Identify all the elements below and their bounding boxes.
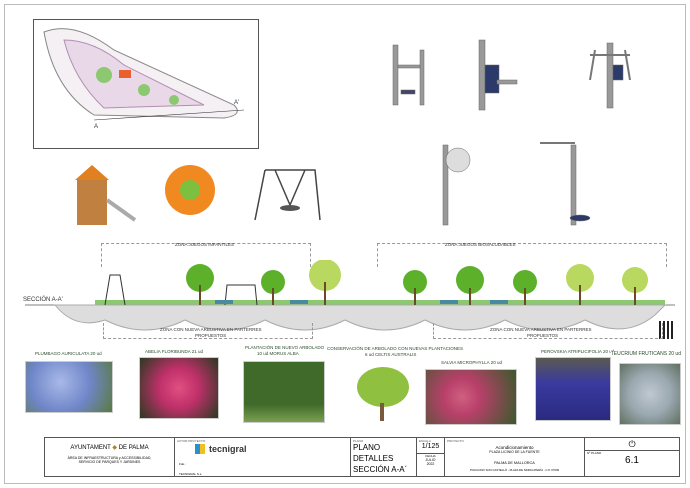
client-cell: AYUNTAMENT ◆ DE PALMA ÀREA DE INFRAESTRU… [45, 438, 175, 476]
zone-shrub-bracket-2 [433, 323, 663, 339]
section-drawing [25, 260, 675, 331]
plant-label: ABELIA FLORIBUNDA 21 ud [145, 349, 204, 354]
plant-label-2: 10 ud MORUS ALBA [257, 351, 299, 356]
org-name: AYUNTAMENT [70, 445, 111, 451]
plant-label: CONSERVACIÓN DE ARBOLADO CON NUEVAS PLAN… [327, 346, 463, 351]
plano-line-2: DETALLES [353, 454, 394, 463]
author-cell: AUTOR PROYECTO: tecnigral Fdo.: TECNIGRA… [175, 438, 351, 476]
zone-health-label: ZONA JUEGOS BIOSALUDABLES [445, 242, 516, 247]
dept-line-1: ÀREA DE INFRAESTRUCTURA y ACCESSIBILIDAD… [67, 456, 152, 460]
org-name-2: DE PALMA [118, 445, 149, 451]
project-line-1: Acondicionamiento [495, 445, 534, 450]
plan-number-label: Nº PLANO [585, 450, 679, 455]
zone-shrub-label-2b: PROPUESTOS [527, 333, 559, 338]
zone-kids-label: ZONA JUEGOS INFANTILES [175, 242, 235, 247]
plant-label: PLUMBAGO AURICULATA 20 ud [35, 351, 102, 356]
section-mark-a2: A' [234, 100, 240, 106]
section-title: SECCIÓN A-A' [23, 297, 63, 303]
date-year: 2022 [426, 462, 435, 466]
dept-line-2: SERVICIO DE PARQUES Y JARDINES [78, 460, 141, 464]
author-label: AUTOR PROYECTO: [177, 439, 206, 443]
plant-photo [139, 357, 219, 419]
scale-value: 1/125 [421, 443, 440, 450]
scale-label: ESCALA [419, 439, 431, 443]
qr-code [659, 321, 675, 339]
company-name: tecnigral [209, 444, 247, 454]
plant-label: PEROVSKIA ATRIPLICIFOLIA 20 ud [541, 349, 615, 354]
date-month: JULIO [425, 458, 436, 462]
date-label: FECHA [417, 453, 444, 458]
project-address: POLIGONO SON CASTELLÓ - PLAZA DE SINDICA… [469, 468, 560, 472]
plano-cell: PLANO PLANO DETALLES SECCIÓN A-A´ [351, 438, 417, 476]
plant-photo [619, 363, 681, 425]
company-logo-icon [195, 444, 205, 454]
title-block: AYUNTAMENT ◆ DE PALMA ÀREA DE INFRAESTRU… [44, 437, 680, 477]
plant-label: TEUCRIUM FRUTICANS 20 ud [610, 351, 681, 357]
plant-photo [535, 357, 611, 421]
sign-label: Fdo.: [179, 462, 186, 466]
site-plan-drawing [43, 28, 245, 121]
plant-photo [25, 361, 113, 413]
plan-number-cell: ⏻ Nº PLANO 6.1 [585, 438, 679, 476]
company-sub: TECNIGRAL S.L. [179, 472, 203, 476]
zone-kids-bracket [101, 243, 311, 267]
zone-health-bracket [377, 243, 667, 267]
playground-illustrations [75, 165, 321, 225]
plant-label: PLANTACIÓN DE NUEVO ARBOLADO [245, 345, 325, 350]
plano-label: PLANO [353, 439, 364, 443]
site-plan: A A' [33, 19, 259, 149]
plant-photo [425, 369, 517, 425]
crest-icon: ◆ [112, 445, 118, 451]
scale-date-cell: ESCALA 1/125 FECHA JULIO 2022 [417, 438, 445, 476]
north-icon: ⏻ [628, 439, 636, 449]
tree-trunk [380, 403, 384, 421]
zone-shrub-label-1a: ZONA CON NUEVA ARBUSTIVA EN PARTERRES [160, 327, 262, 332]
zone-shrub-bracket-1 [103, 323, 313, 339]
zone-shrub-label-2a: ZONA CON NUEVA ARBUSTIVA EN PARTERRES [490, 327, 592, 332]
fitness-equipment-illustrations [392, 39, 631, 226]
drawing-sheet: A A' ZONA JUEGOS INFANTILES ZONA JUEGOS … [4, 4, 686, 484]
plant-label-2: 6 ud CELTIS AUSTRALIS [365, 352, 417, 357]
project-label: PROYECTO [447, 439, 464, 443]
section-mark-a: A [94, 124, 99, 130]
plano-line-1: PLANO [353, 443, 381, 452]
plan-number: 6.1 [625, 455, 639, 466]
zone-shrub-label-1b: PROPUESTOS [195, 333, 227, 338]
plant-photo [243, 361, 325, 423]
project-cell: PROYECTO Acondicionamiento PLAZA LICINIO… [445, 438, 585, 476]
project-city: PALMA DE MALLORCA [494, 461, 535, 465]
tree-illustration [357, 367, 409, 407]
project-line-2: PLAZA LICINIO DE LA FUENTE [489, 450, 540, 454]
plano-line-3: SECCIÓN A-A´ [353, 465, 408, 474]
plant-label: SALVIA MICROPHYLLA 20 ud [441, 360, 502, 365]
